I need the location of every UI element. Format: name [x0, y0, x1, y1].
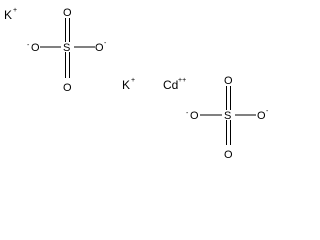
- oxygen-right: O: [95, 42, 104, 54]
- potassium-symbol: K: [4, 8, 12, 22]
- charge-left: -: [186, 110, 189, 117]
- oxygen-right: O: [257, 110, 266, 122]
- potassium-ion-2: K +: [122, 77, 135, 92]
- sulfur-atom: S: [224, 110, 231, 122]
- oxygen-bottom: O: [224, 149, 233, 161]
- cadmium-symbol: Cd: [163, 78, 178, 92]
- oxygen-bottom: O: [63, 82, 72, 94]
- sulfate-group-1: O - O S O - O: [27, 7, 107, 94]
- charge-right: -: [104, 40, 107, 47]
- potassium-symbol: K: [122, 78, 130, 92]
- potassium-ion-1: K +: [4, 7, 17, 22]
- potassium-charge: +: [13, 7, 17, 14]
- sulfate-group-2: O - O S O - O: [186, 75, 269, 161]
- oxygen-top: O: [63, 7, 72, 19]
- cadmium-charge: ++: [178, 77, 186, 84]
- oxygen-left: O: [31, 42, 40, 54]
- cadmium-ion: Cd ++: [163, 77, 186, 92]
- sulfur-atom: S: [63, 42, 70, 54]
- charge-left: -: [27, 42, 30, 49]
- oxygen-left: O: [190, 110, 199, 122]
- potassium-charge: +: [131, 77, 135, 84]
- charge-right: -: [266, 108, 269, 115]
- chemical-structure: K + K + Cd ++ O - O S O - O O - O S: [4, 7, 269, 161]
- oxygen-top: O: [224, 75, 233, 87]
